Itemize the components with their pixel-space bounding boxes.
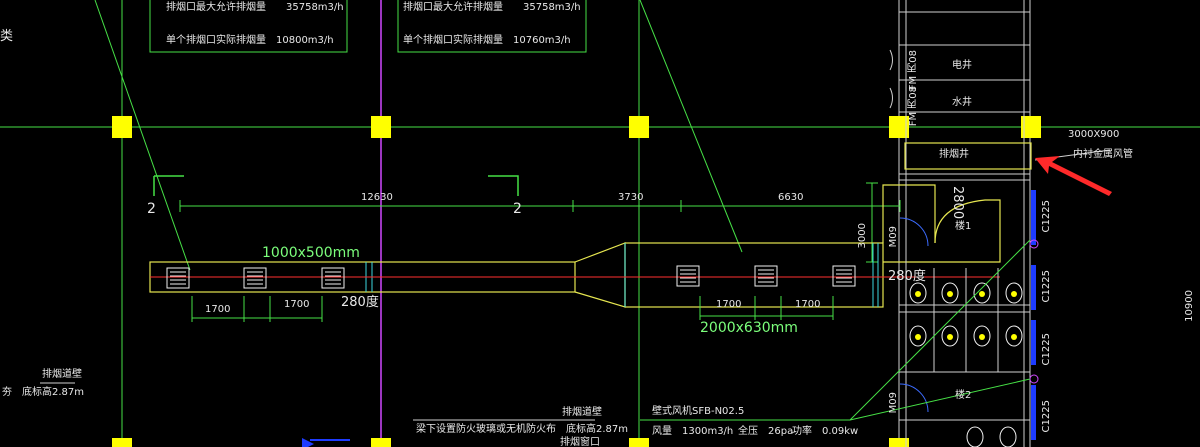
- dim-1700-a: 1700: [205, 304, 231, 315]
- door-fm2: FM 丙08: [908, 86, 919, 127]
- room-water-shaft: 水井: [952, 97, 972, 108]
- fan-power: 功率 0.09kw: [792, 426, 859, 437]
- dim-12630: 12630: [361, 192, 393, 203]
- fan-pressure: 全压 26pa: [738, 426, 794, 437]
- note-box1-line2: 单个排烟口实际排烟量 10800m3/h: [166, 35, 334, 46]
- left-edge-char: 类: [0, 29, 14, 44]
- bottom-mid-sub: 梁下设置防火玻璃或无机防火布 底标高2.87m: [416, 424, 629, 435]
- fan-title: 壁式风机SFB-N02.5: [652, 406, 745, 417]
- fan-airflow: 风量 1300m3/h: [652, 426, 734, 437]
- bottom-left-sub: 夯 底标高2.87m: [2, 387, 85, 398]
- door-m09-b: M09: [888, 392, 899, 414]
- damper-right: 280度: [888, 269, 926, 284]
- duct-size-left: 1000x500mm: [262, 245, 360, 261]
- note-box2-line2: 单个排烟口实际排烟量 10760m3/h: [403, 35, 571, 46]
- dim-10900: 10900: [1184, 290, 1195, 322]
- stair-b: 楼2: [955, 390, 972, 401]
- bottom-mid-sub2: 排烟窗口: [560, 437, 600, 447]
- dim-6630: 6630: [778, 192, 804, 203]
- window-c1225-b: C1225: [1041, 270, 1052, 303]
- section-mark-right: 2: [513, 201, 522, 217]
- shaft-name-label: 排烟井: [939, 149, 969, 160]
- room-electric-shaft: 电井: [952, 60, 972, 71]
- door-fm1: FM 丙08: [908, 50, 919, 91]
- stair-a: 楼1: [955, 221, 972, 232]
- dim-1700-d: 1700: [795, 299, 821, 310]
- dim-3000: 3000: [857, 223, 868, 249]
- dim-3730: 3730: [618, 192, 644, 203]
- window-c1225-a: C1225: [1041, 200, 1052, 233]
- dim-1700-c: 1700: [716, 299, 742, 310]
- bottom-left-title: 排烟道壁: [42, 369, 82, 380]
- dim-1700-b: 1700: [284, 299, 310, 310]
- duct-size-right: 2000x630mm: [700, 320, 798, 336]
- bottom-mid-title: 排烟道壁: [562, 407, 602, 418]
- window-c1225-d: C1225: [1041, 400, 1052, 433]
- window-c1225-c: C1225: [1041, 333, 1052, 366]
- section-mark-left: 2: [147, 201, 156, 217]
- door-m09-a: M09: [888, 226, 899, 248]
- note-box2-line1: 排烟口最大允许排烟量 35758m3/h: [403, 2, 581, 13]
- note-box1-line1: 排烟口最大允许排烟量 35758m3/h: [166, 2, 344, 13]
- riser-size-label: 3000X900: [1068, 129, 1120, 140]
- riser-desc-label: 内衬金属风管: [1073, 149, 1133, 160]
- dim-2800: 2800: [950, 186, 965, 220]
- damper-left: 280度: [341, 295, 379, 310]
